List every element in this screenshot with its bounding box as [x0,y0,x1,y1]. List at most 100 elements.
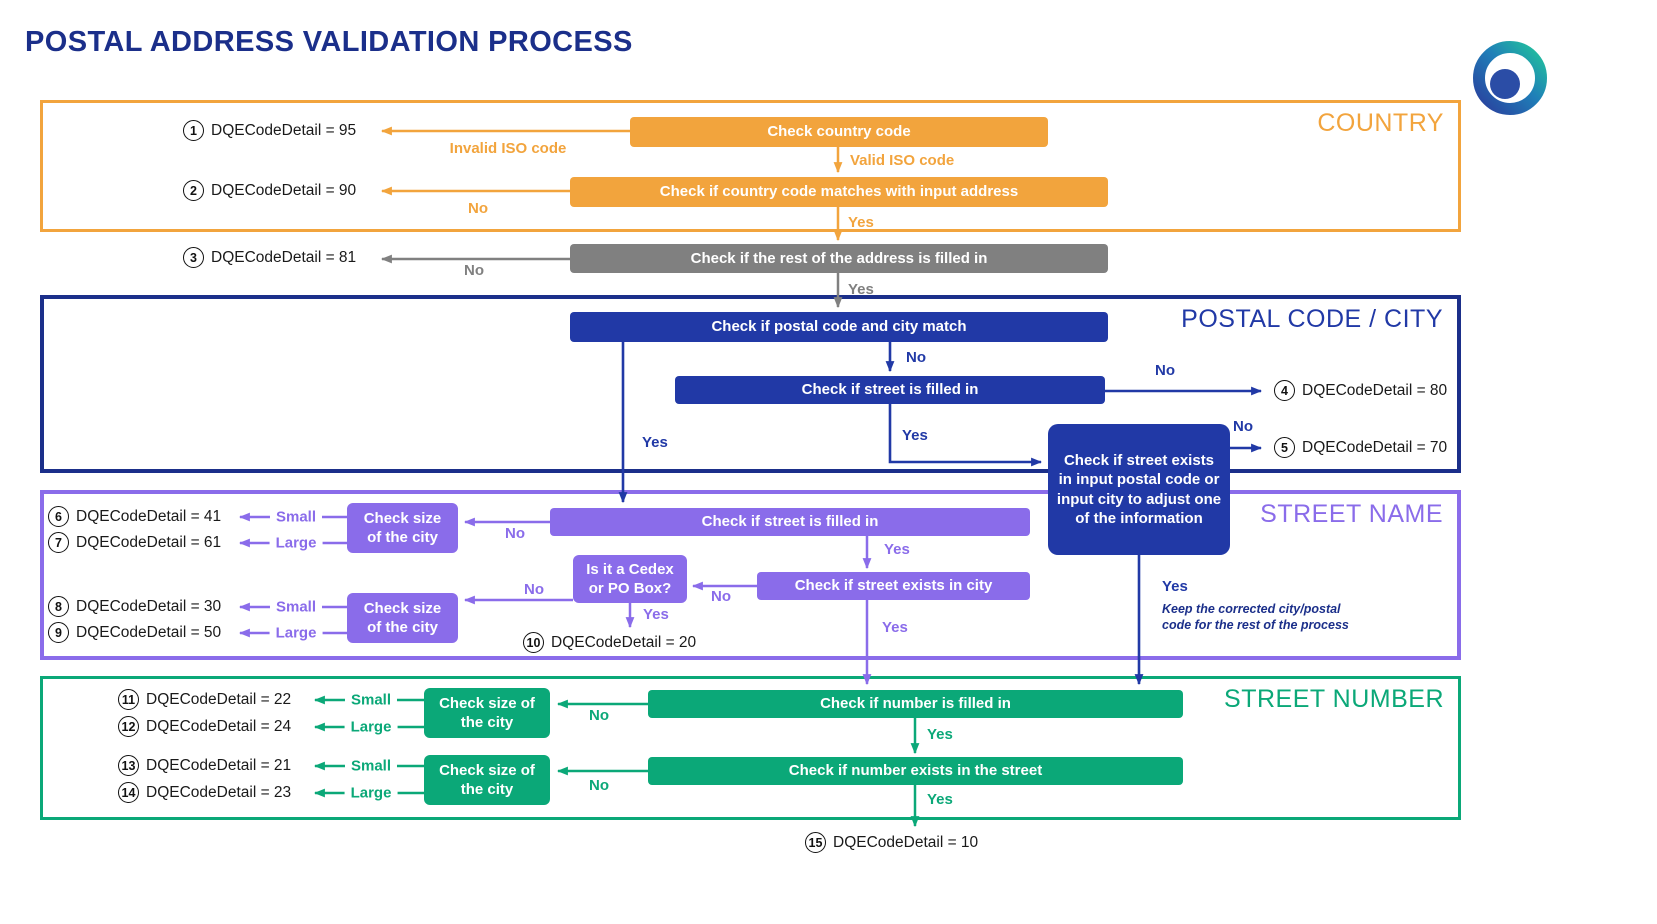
edge-label-large-2: Large [269,624,323,642]
outcome-2: 2 DQECodeDetail = 90 [183,180,356,201]
outcome-7-text: DQECodeDetail = 61 [76,533,222,551]
edge-label-small-1: Small [269,508,323,526]
edge-label-no-number-exists: No [589,777,609,794]
outcome-8-number: 8 [48,596,69,617]
outcome-12: 12 DQECodeDetail = 24 [118,716,291,737]
outcome-9-text: DQECodeDetail = 50 [76,623,222,641]
outcome-1-number: 1 [183,120,204,141]
edge-label-no-cedex: No [524,581,544,598]
outcome-5-text: DQECodeDetail = 70 [1302,438,1448,456]
edge-label-yes-street-filled: Yes [884,541,910,558]
outcome-3: 3 DQECodeDetail = 81 [183,247,356,268]
section-postal-city-frame: POSTAL CODE / CITY [40,295,1461,473]
section-street-name-frame: STREET NAME [40,490,1461,660]
section-country-label: COUNTRY [1317,109,1444,137]
outcome-15-number: 15 [805,832,826,853]
outcome-14: 14 DQECodeDetail = 23 [118,782,291,803]
outcome-2-text: DQECodeDetail = 90 [211,181,357,199]
edge-label-yes-street-filled-postal: Yes [902,427,928,444]
outcome-9: 9 DQECodeDetail = 50 [48,622,221,643]
outcome-15: 15 DQECodeDetail = 10 [805,832,978,853]
outcome-14-number: 14 [118,782,139,803]
edge-label-yes-rest-filled: Yes [848,281,874,298]
node-check-postal-city-match: Check if postal code and city match [570,312,1108,342]
outcome-13: 13 DQECodeDetail = 21 [118,755,291,776]
section-postal-city-label: POSTAL CODE / CITY [1181,305,1443,333]
outcome-10: 10 DQECodeDetail = 20 [523,632,696,653]
edge-label-invalid-iso: Invalid ISO code [449,140,567,157]
outcome-13-text: DQECodeDetail = 21 [146,756,292,774]
edge-label-yes-number-filled: Yes [927,726,953,743]
section-street-name-label: STREET NAME [1260,500,1443,528]
section-street-number-frame: STREET NUMBER [40,676,1461,820]
node-check-street-exists-adjust: Check if street exists in input postal c… [1048,424,1230,555]
edge-label-no-street-exists: No [711,588,731,605]
edge-label-yes-adjust: Yes [1162,578,1188,595]
node-check-size-city-1: Check size of the city [347,503,458,553]
node-check-street-filled: Check if street is filled in [550,508,1030,536]
node-check-size-city-3: Check size of the city [424,688,550,738]
keep-corrected-note: Keep the corrected city/postal code for … [1162,602,1349,633]
edge-label-small-4: Small [344,757,398,775]
node-cedex-po-box: Is it a Cedex or PO Box? [573,555,687,603]
edge-label-no-street-filled-postal: No [1155,362,1175,379]
edge-label-small-2: Small [269,598,323,616]
logo-icon [1473,41,1547,115]
outcome-1: 1 DQECodeDetail = 95 [183,120,356,141]
edge-label-no-rest-filled: No [464,262,484,279]
node-check-number-exists: Check if number exists in the street [648,757,1183,785]
outcome-11-number: 11 [118,689,139,710]
outcome-5: 5 DQECodeDetail = 70 [1274,437,1447,458]
node-check-country-code: Check country code [630,117,1048,147]
logo [1472,40,1548,116]
outcome-5-number: 5 [1274,437,1295,458]
outcome-8: 8 DQECodeDetail = 30 [48,596,221,617]
outcome-15-text: DQECodeDetail = 10 [833,833,979,851]
outcome-6: 6 DQECodeDetail = 41 [48,506,221,527]
outcome-7: 7 DQECodeDetail = 61 [48,532,221,553]
outcome-6-number: 6 [48,506,69,527]
edge-label-yes-street-exists: Yes [882,619,908,636]
edge-label-yes-number-exists: Yes [927,791,953,808]
outcome-3-text: DQECodeDetail = 81 [211,248,357,266]
outcome-7-number: 7 [48,532,69,553]
node-check-street-exists-city: Check if street exists in city [757,572,1030,600]
outcome-4-number: 4 [1274,380,1295,401]
node-check-number-filled: Check if number is filled in [648,690,1183,718]
outcome-10-text: DQECodeDetail = 20 [551,633,697,651]
outcome-12-text: DQECodeDetail = 24 [146,717,292,735]
outcome-9-number: 9 [48,622,69,643]
page-title: POSTAL ADDRESS VALIDATION PROCESS [25,26,633,58]
section-country-frame: COUNTRY [40,100,1461,232]
edge-label-no-adjust: No [1233,418,1253,435]
outcome-6-text: DQECodeDetail = 41 [76,507,222,525]
edge-label-large-4: Large [344,784,398,802]
section-street-number-label: STREET NUMBER [1224,685,1444,713]
node-check-size-city-2: Check size of the city [347,593,458,643]
edge-label-no-postal-city: No [906,349,926,366]
node-check-street-filled-postal: Check if street is filled in [675,376,1105,404]
outcome-1-text: DQECodeDetail = 95 [211,121,357,139]
outcome-3-number: 3 [183,247,204,268]
edge-label-large-1: Large [269,534,323,552]
node-check-country-match: Check if country code matches with input… [570,177,1108,207]
outcome-2-number: 2 [183,180,204,201]
edge-label-yes-country-match: Yes [848,214,874,231]
edge-label-valid-iso: Valid ISO code [850,152,955,169]
node-check-size-city-4: Check size of the city [424,755,550,805]
edge-label-yes-cedex: Yes [643,606,669,623]
outcome-8-text: DQECodeDetail = 30 [76,597,222,615]
outcome-11-text: DQECodeDetail = 22 [146,690,292,708]
node-check-rest-filled: Check if the rest of the address is fill… [570,244,1108,273]
edge-label-large-3: Large [344,718,398,736]
outcome-12-number: 12 [118,716,139,737]
edge-label-small-3: Small [344,691,398,709]
outcome-11: 11 DQECodeDetail = 22 [118,689,291,710]
edge-label-no-street-filled: No [505,525,525,542]
outcome-4: 4 DQECodeDetail = 80 [1274,380,1447,401]
outcome-10-number: 10 [523,632,544,653]
outcome-13-number: 13 [118,755,139,776]
edge-label-yes-postal-city: Yes [642,434,668,451]
outcome-4-text: DQECodeDetail = 80 [1302,381,1448,399]
